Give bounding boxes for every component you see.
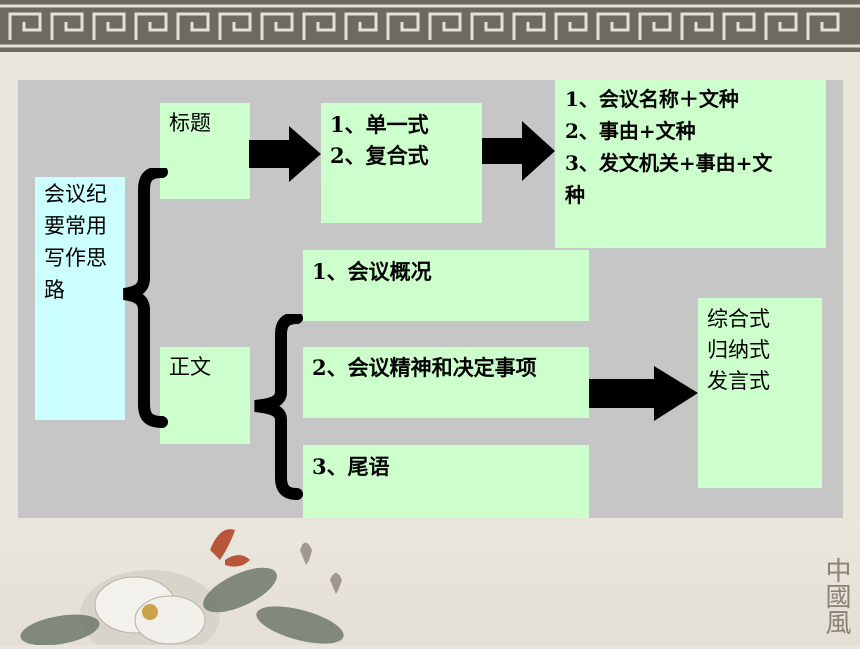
body-part-closing: 3、尾语 <box>303 445 589 518</box>
arrow-icon <box>482 121 555 181</box>
spirit-forms-node: 综合式 归纳式 发言式 <box>698 298 822 488</box>
seal-stamp: 中國風 <box>821 557 851 635</box>
title-node: 标题 <box>160 103 250 199</box>
flower-painting <box>0 520 860 649</box>
title-formats-node: 1、会议名称＋文种 2、事由+文种 3、发文机关+事由+文 种 <box>555 80 826 248</box>
body-part-overview: 1、会议概况 <box>303 250 589 321</box>
title-types-node: 1、单一式 2、复合式 <box>321 103 482 223</box>
root-node: 会议纪 要常用 写作思 路 <box>35 177 125 420</box>
arrow-icon <box>589 366 698 421</box>
peony-flower-icon <box>80 570 220 649</box>
body-part-spirit: 2、会议精神和决定事项 <box>303 347 589 418</box>
arrow-icon <box>249 126 321 182</box>
root-brace <box>123 168 168 428</box>
body-brace <box>254 314 303 500</box>
lattice-border <box>0 0 860 52</box>
body-node: 正文 <box>160 347 250 444</box>
